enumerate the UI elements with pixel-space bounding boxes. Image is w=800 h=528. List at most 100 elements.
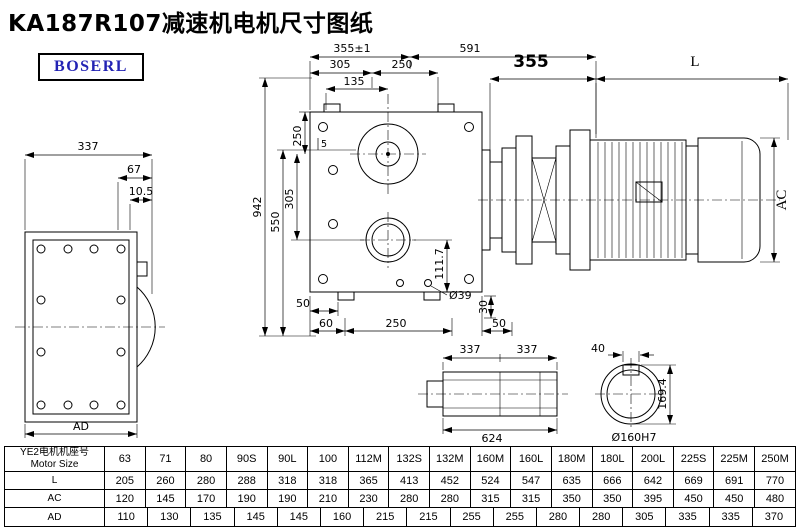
- row-AD-strip: 110 130 135 145 145 160 215 215 255 255 …: [104, 507, 796, 527]
- cell-AC: 315: [469, 489, 512, 508]
- cell-L: 770: [754, 471, 796, 490]
- row-label-AD: AD: [4, 507, 105, 527]
- dim-front-942: 942: [251, 197, 264, 218]
- motor-size-table: YE2电机机座号 Motor Size 63 71 80 90S 90L 100…: [4, 446, 796, 527]
- cell-L: 669: [672, 471, 715, 490]
- cell-AD: 335: [665, 508, 708, 526]
- dim-bore-169-4: 169.4: [656, 378, 669, 410]
- dim-motor-L: L: [690, 54, 699, 70]
- dim-front-60: 60: [319, 317, 333, 330]
- dim-shaft-624: 624: [482, 432, 503, 445]
- cell-L: 205: [104, 471, 146, 490]
- cell-L: 288: [225, 471, 268, 490]
- table-header-label: YE2电机机座号 Motor Size: [4, 446, 105, 472]
- cell-AD: 255: [449, 508, 493, 526]
- cell-AC: 145: [144, 489, 187, 508]
- cell-AC: 210: [307, 489, 349, 508]
- col-header: 225S: [672, 446, 715, 472]
- dim-front-dia39: Ø39: [449, 289, 472, 302]
- cell-AC: 230: [347, 489, 390, 508]
- cell-L: 280: [185, 471, 227, 490]
- header-label-en: Motor Size: [30, 459, 79, 470]
- cell-AD: 280: [579, 508, 622, 526]
- cell-AD: 135: [190, 508, 233, 526]
- shaft-view: 337 337 624: [418, 343, 568, 445]
- cell-L: 635: [550, 471, 593, 490]
- dim-front-355: 355±1: [333, 42, 370, 55]
- cell-L: 547: [510, 471, 552, 490]
- col-header: 80: [185, 446, 227, 472]
- cell-AC: 280: [388, 489, 430, 508]
- cell-AD: 370: [751, 508, 795, 526]
- dim-front-550: 550: [269, 212, 282, 233]
- bore-view: 40 169.4 Ø160H7: [591, 342, 676, 444]
- table-header-row: YE2电机机座号 Motor Size 63 71 80 90S 90L 100…: [4, 446, 796, 472]
- row-label-AC: AC: [4, 489, 105, 508]
- dim-front-50-left: 50: [296, 297, 310, 310]
- col-header: 160L: [510, 446, 552, 472]
- front-housing-outline: [309, 111, 483, 293]
- cell-L: 452: [429, 471, 471, 490]
- dim-side-67: 67: [127, 163, 141, 176]
- cell-AC: 450: [672, 489, 715, 508]
- cell-AC: 480: [754, 489, 796, 508]
- dim-motor-AC: AC: [774, 190, 790, 211]
- dim-front-591: 591: [460, 42, 481, 55]
- col-header: 112M: [347, 446, 390, 472]
- brand-logo-text: BOSERL: [54, 58, 128, 75]
- technical-drawing: 337 67 10.5 AD: [15, 42, 790, 445]
- col-header: 90L: [266, 446, 309, 472]
- cell-L: 666: [591, 471, 634, 490]
- header-label-cn: YE2电机机座号: [20, 447, 89, 459]
- col-header: 200L: [632, 446, 674, 472]
- cell-AD: 145: [276, 508, 320, 526]
- col-header: 71: [144, 446, 187, 472]
- dim-front-111-7: 111.7: [433, 248, 446, 280]
- cell-AD: 110: [117, 511, 135, 523]
- motor-nameplate: [635, 181, 663, 203]
- cell-AD: 215: [363, 508, 406, 526]
- dim-front-135: 135: [344, 75, 365, 88]
- cell-AC: 350: [550, 489, 593, 508]
- col-header: 180L: [591, 446, 634, 472]
- cell-AC: 395: [632, 489, 674, 508]
- front-view: 355±1 591 305 250 135 942 550 305 250 5: [251, 42, 597, 337]
- dim-front-50-right: 50: [492, 317, 506, 330]
- row-label-L: L: [4, 471, 105, 490]
- cell-AD: 130: [147, 508, 190, 526]
- cell-AD: 305: [622, 508, 665, 526]
- dim-shaft-337b: 337: [517, 343, 538, 356]
- cell-L: 260: [144, 471, 187, 490]
- col-header: 90S: [225, 446, 268, 472]
- cell-L: 524: [469, 471, 512, 490]
- page-title: KA187R107减速机电机尺寸图纸: [8, 11, 374, 37]
- dim-front-250-top: 250: [392, 58, 413, 71]
- table-row-AC: AC 120 145 170 190 190 210 230 280 280 3…: [4, 489, 796, 508]
- cell-L: 642: [632, 471, 674, 490]
- cell-AD: 160: [319, 508, 363, 526]
- cell-AC: 170: [185, 489, 227, 508]
- cell-L: 691: [713, 471, 755, 490]
- cell-AD: 280: [535, 508, 579, 526]
- cell-AC: 315: [510, 489, 552, 508]
- table-row-L: L 205 260 280 288 318 318 365 413 452 52…: [4, 471, 796, 490]
- motor-view: 355 L: [478, 52, 790, 271]
- dim-front-305-top: 305: [330, 58, 351, 71]
- cell-L: 413: [388, 471, 430, 490]
- dim-front-5: 5: [321, 139, 327, 150]
- col-header: 180M: [550, 446, 593, 472]
- cell-AC: 120: [104, 489, 146, 508]
- dim-side-10-5: 10.5: [129, 185, 154, 198]
- cell-AC: 190: [225, 489, 268, 508]
- cell-AD: 145: [233, 508, 277, 526]
- dim-side-ad: AD: [73, 420, 89, 433]
- cell-AC: 350: [591, 489, 634, 508]
- cell-AC: 190: [266, 489, 309, 508]
- col-header: 160M: [469, 446, 512, 472]
- col-header: 63: [104, 446, 146, 472]
- cell-AC: 450: [713, 489, 755, 508]
- cell-AD: 215: [406, 508, 449, 526]
- side-lug: [136, 261, 148, 277]
- dim-front-30: 30: [477, 300, 490, 314]
